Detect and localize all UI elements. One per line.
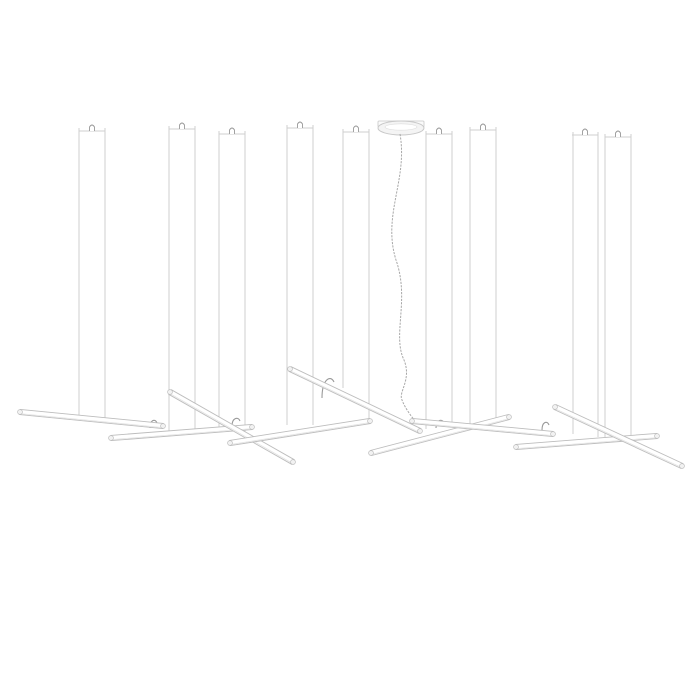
light-bar [409,417,556,438]
light-bar [17,408,166,430]
canopy [377,120,425,136]
wire-anchor [572,128,598,136]
wire-anchor [470,123,496,131]
light-bar [287,366,423,434]
cable-loop [321,378,335,399]
light-bars [17,366,685,469]
wire-anchor [343,125,369,133]
wire-anchors [79,121,631,138]
suspension-wires [78,125,632,438]
power-cord [391,133,419,425]
wire-anchor [287,121,313,129]
light-bar [227,417,373,447]
cable-loop [541,421,550,431]
light-bar [552,404,685,469]
wire-anchor [219,127,245,135]
wire-anchor [169,122,195,130]
wire-anchor [605,130,631,138]
wire-anchor [426,127,452,135]
light-bar [108,423,255,442]
ceiling-canopy [149,120,550,431]
wire-anchor [79,124,105,132]
light-bar [167,389,296,465]
